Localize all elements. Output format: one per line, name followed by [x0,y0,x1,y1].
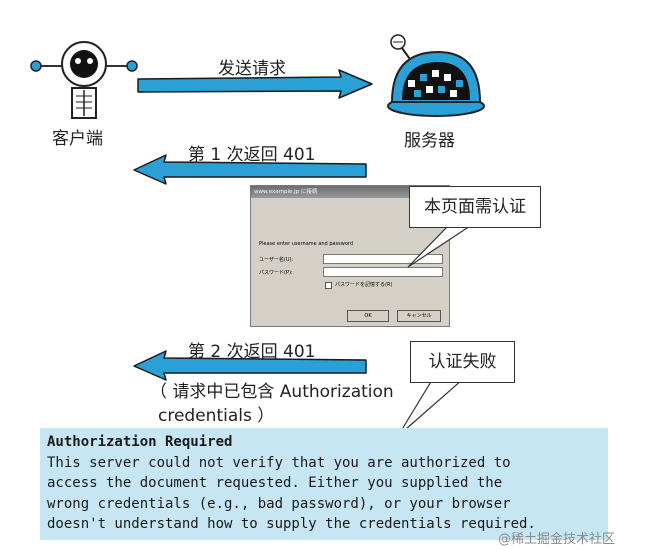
username-label: ユーザー名(U): [259,256,293,263]
error-line: wrong credentials (e.g., bad password), … [47,494,608,515]
remember-label: パスワードを記憶する(R) [335,281,392,288]
response-arrow-left-icon [132,153,370,187]
server-robot-icon [380,30,490,122]
client-robot-icon [30,38,138,124]
error-title: Authorization Required [47,432,608,453]
ok-button[interactable]: OK [347,310,389,322]
error-line: This server could not verify that you ar… [47,453,608,474]
remember-checkbox[interactable] [325,282,332,289]
dialog-prompt: Please enter username and password [259,241,353,247]
error-message-box: Authorization Required This server could… [40,428,608,540]
callout-fail: 认证失败 [410,341,515,383]
step3-note-line2: credentials ） [158,401,274,426]
request-arrow-right-icon [136,68,376,102]
callout-auth: 本页面需认证 [409,186,541,228]
password-label: パスワード(P): [259,269,293,276]
callout-pointer-auth-icon [400,225,480,270]
error-line: access the document requested. Either yo… [47,473,608,494]
server-label: 服务器 [404,126,455,151]
step3-note-line1: （ 请求中已包含 Authorization [150,377,394,402]
cancel-button[interactable]: キャンセル [397,310,441,322]
watermark: @稀土掘金技术社区 [498,528,615,547]
client-label: 客户端 [52,124,103,149]
